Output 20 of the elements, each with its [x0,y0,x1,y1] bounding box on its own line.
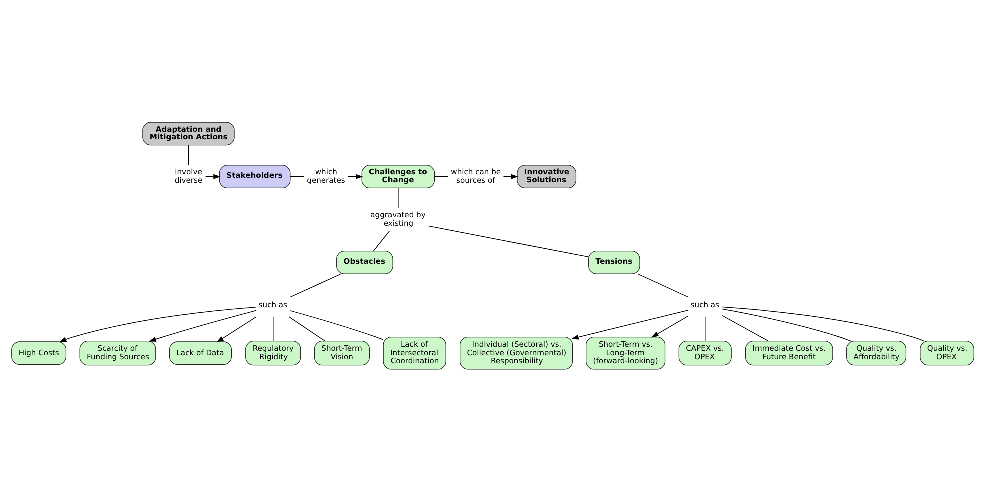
connector [705,316,706,342]
connector [428,226,590,258]
connector [273,316,274,342]
connector [722,308,852,342]
connector [290,176,305,178]
connector [290,274,342,298]
connector [638,274,689,298]
arrow [149,310,257,342]
connector [398,188,399,209]
connector [288,316,326,342]
connector [373,231,390,252]
arrow [572,310,689,340]
connector [722,306,925,342]
connector [434,176,449,178]
connector [722,315,769,342]
arrow [216,316,257,342]
connector [188,145,190,166]
arrow [59,307,257,342]
arrow [652,316,689,338]
connector [290,310,384,340]
